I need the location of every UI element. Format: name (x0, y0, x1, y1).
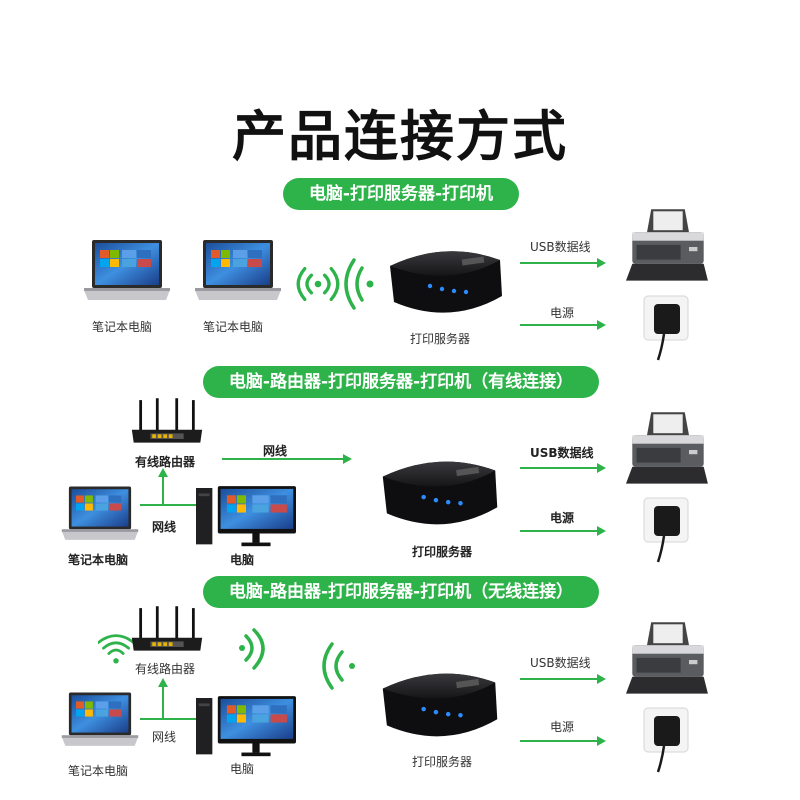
print-server-label: 打印服务器 (412, 545, 473, 559)
desktop-pc (196, 486, 296, 550)
power-label: 电源 (550, 720, 575, 734)
printer-icon (620, 408, 716, 492)
power-adapter-icon (636, 292, 696, 362)
router-label: 有线路由器 (135, 662, 196, 676)
laptop-1 (82, 238, 172, 306)
cable-label-bottom: 网线 (152, 520, 177, 534)
power-label: 电源 (550, 511, 575, 525)
power-adapter-icon (636, 494, 696, 564)
laptop-1-label: 笔记本电脑 (92, 320, 153, 334)
laptop-label: 笔记本电脑 (68, 764, 129, 778)
cable-line (140, 718, 196, 720)
wifi-signal-icon (98, 632, 134, 668)
laptop-2-label: 笔记本电脑 (203, 320, 264, 334)
page-title: 产品连接方式 (232, 105, 568, 168)
usb-cable-label: USB数据线 (530, 240, 591, 254)
wifi-signal-icon (239, 628, 265, 670)
section-3-header: 电脑-路由器-打印服务器-打印机（无线连接） (203, 576, 599, 608)
pc-label: 电脑 (230, 762, 255, 776)
section-1-header: 电脑-打印服务器-打印机 (283, 178, 519, 210)
power-adapter-icon (636, 704, 696, 774)
wired-router-icon (130, 398, 204, 454)
print-server-label: 打印服务器 (410, 332, 471, 346)
laptop-wired (60, 484, 140, 546)
cable-line (140, 504, 196, 506)
wifi-signal-icon (344, 258, 374, 310)
power-arrow (520, 526, 606, 536)
laptop-wireless (60, 690, 140, 752)
desktop-pc (196, 696, 296, 760)
up-arrow (158, 468, 168, 504)
usb-arrow (520, 258, 606, 268)
up-arrow (158, 678, 168, 718)
print-server-device (372, 448, 506, 540)
laptop-2 (193, 238, 283, 306)
print-server-device (372, 660, 506, 752)
power-arrow (520, 320, 606, 330)
usb-cable-label: USB数据线 (530, 446, 594, 460)
printer-icon (620, 205, 716, 289)
print-server-device (380, 238, 510, 328)
usb-arrow (520, 674, 606, 684)
pc-label: 电脑 (230, 553, 255, 567)
laptop-label: 笔记本电脑 (68, 553, 129, 567)
wifi-signal-icon (322, 642, 355, 690)
usb-arrow (520, 463, 606, 473)
print-server-label: 打印服务器 (412, 755, 473, 769)
router-to-server-arrow (222, 454, 352, 464)
usb-cable-label: USB数据线 (530, 656, 591, 670)
router-label: 有线路由器 (135, 455, 196, 469)
printer-icon (620, 618, 716, 702)
wifi-signal-icon (296, 262, 340, 306)
cable-label-top: 网线 (263, 444, 288, 458)
section-2-header: 电脑-路由器-打印服务器-打印机（有线连接） (203, 366, 599, 398)
wired-router-icon (130, 606, 204, 662)
power-arrow (520, 736, 606, 746)
cable-label: 网线 (152, 730, 177, 744)
power-label: 电源 (550, 306, 575, 320)
